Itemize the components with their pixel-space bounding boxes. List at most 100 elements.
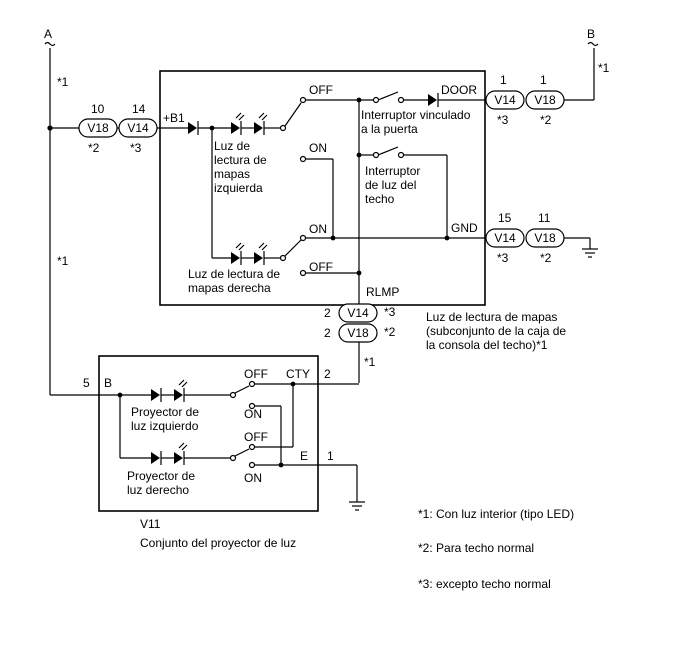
note-star2-rlmp: *2: [384, 325, 396, 339]
switch-contact: [299, 155, 307, 163]
projector-off-label-upper: OFF: [244, 367, 268, 381]
map-light-box: [159, 70, 486, 306]
right-light-label-1: Luz de lectura de: [188, 267, 280, 281]
connector-v18-rlmp: V18: [338, 323, 378, 343]
note-star1-a: *1: [57, 75, 69, 89]
switch-on-label-lower: ON: [309, 222, 327, 236]
switch-contact: [248, 461, 256, 469]
svg-text:V18: V18: [347, 326, 369, 340]
terminal-a-tilde: [44, 41, 56, 47]
rlmp-label: RLMP: [366, 285, 399, 299]
right-light-label-2: mapas derecha: [188, 281, 271, 295]
switch-blade: [234, 448, 250, 457]
pin-11: 11: [538, 211, 551, 225]
note-star1-b: *1: [598, 61, 610, 75]
pin-15: 15: [498, 211, 512, 225]
assembly-label-3: la consola del techo)*1: [426, 338, 548, 352]
diode-icon: [428, 93, 439, 107]
pin-2-rlmp-v18: 2: [324, 326, 331, 340]
switch-off-label-lower: OFF: [309, 260, 333, 274]
terminal-b-tilde: [587, 41, 599, 47]
switch-contact: [397, 96, 405, 104]
roof-switch-label-2: de luz del: [365, 178, 416, 192]
switch-off-label: OFF: [309, 83, 333, 97]
pin-2-rlmp-v14: 2: [324, 306, 331, 320]
ground-icon: [582, 248, 598, 258]
note-star3-door: *3: [497, 113, 509, 127]
projector-b-label: B: [104, 376, 112, 390]
diode-icon: [188, 121, 199, 135]
switch-contact: [372, 96, 380, 104]
door-switch-label-1: Interruptor vinculado: [361, 108, 471, 122]
legend-note-3: *3: excepto techo normal: [418, 577, 551, 591]
connector-v14-door: V14: [485, 90, 525, 110]
note-star3-rlmp: *3: [384, 305, 396, 319]
junction-dot: [330, 235, 336, 241]
switch-contact: [299, 269, 307, 277]
switch-contact: [372, 151, 380, 159]
svg-text:V18: V18: [87, 121, 109, 135]
note-star1-left: *1: [57, 254, 69, 268]
connector-v18-left: V18: [78, 118, 118, 138]
connector-v14-rlmp: V14: [338, 303, 378, 323]
legend-note-1: *1: Con luz interior (tipo LED): [418, 507, 574, 521]
switch-contact: [397, 151, 405, 159]
switch-on-label: ON: [309, 141, 327, 155]
projector-off-label-lower: OFF: [244, 430, 268, 444]
switch-contact: [229, 391, 237, 399]
junction-dot: [356, 270, 362, 276]
pin-14: 14: [132, 102, 146, 116]
switch-contact: [279, 124, 287, 132]
led-icon: [151, 442, 188, 465]
projector-code: V11: [140, 517, 161, 531]
led-icon: [231, 112, 268, 135]
pin-10: 10: [91, 102, 105, 116]
connector-v18-door: V18: [525, 90, 565, 110]
connector-v14-left: V14: [118, 118, 158, 138]
projector-on-label-upper: ON: [244, 407, 262, 421]
switch-blade: [234, 385, 250, 394]
left-light-label-1: Luz de: [214, 139, 250, 153]
svg-text:V14: V14: [127, 121, 149, 135]
switch-contact: [299, 96, 307, 104]
door-label: DOOR: [441, 83, 477, 97]
switch-blade: [284, 239, 302, 257]
connector-v14-gnd: V14: [485, 228, 525, 248]
proj-right-label-2: luz derecho: [127, 483, 189, 497]
ground-icon: [349, 501, 365, 511]
junction-dot: [278, 462, 284, 468]
switch-blade: [377, 146, 399, 156]
roof-switch-label-1: Interruptor: [365, 164, 420, 178]
switch-contact: [299, 234, 307, 242]
switch-blade: [284, 102, 302, 127]
switch-contact: [248, 443, 256, 451]
assembly-label-2: (subconjunto de la caja de: [426, 324, 566, 338]
svg-text:V18: V18: [534, 231, 556, 245]
pin-5: 5: [83, 376, 90, 390]
proj-left-label-1: Proyector de: [131, 405, 199, 419]
switch-blade: [377, 91, 399, 101]
e-label: E: [300, 449, 308, 463]
led-icon: [231, 242, 268, 265]
switch-contact: [229, 454, 237, 462]
proj-left-label-2: luz izquierdo: [131, 419, 199, 433]
connector-v18-gnd: V18: [525, 228, 565, 248]
door-switch-label-2: a la puerta: [361, 122, 418, 136]
pin-1-door-v14: 1: [500, 73, 507, 87]
b1-label: +B1: [163, 111, 185, 125]
assembly-label-1: Luz de lectura de mapas: [426, 310, 557, 324]
switch-contact: [248, 380, 256, 388]
svg-text:V14: V14: [347, 306, 369, 320]
proj-right-label-1: Proyector de: [127, 469, 195, 483]
pin-2-cty: 2: [324, 367, 331, 381]
projector-box: [98, 355, 319, 512]
cty-label: CTY: [286, 367, 310, 381]
note-star2-left: *2: [88, 141, 100, 155]
switch-contact: [279, 254, 287, 262]
note-star1-rlmp: *1: [364, 355, 376, 369]
left-light-label-3: mapas: [214, 167, 250, 181]
terminal-b-label: B: [587, 27, 595, 41]
projector-name: Conjunto del proyector de luz: [140, 536, 296, 550]
junction-dot: [444, 235, 450, 241]
